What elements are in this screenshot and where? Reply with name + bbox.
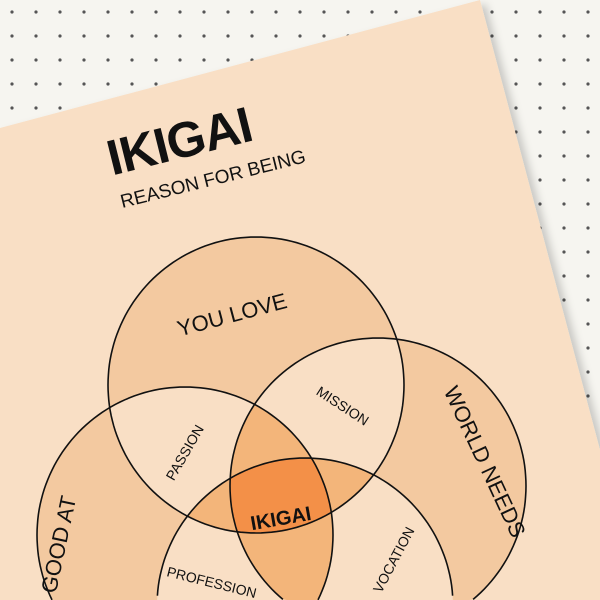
circle-outlines — [36, 236, 527, 600]
venn-diagram: YOU LOVE WORLD NEEDS GOOD AT PASSION MIS… — [36, 236, 531, 600]
circle-good-at — [36, 386, 334, 600]
circle-paid-for — [156, 457, 454, 596]
circle-world-needs — [229, 337, 527, 600]
circle-you-love — [107, 236, 405, 534]
